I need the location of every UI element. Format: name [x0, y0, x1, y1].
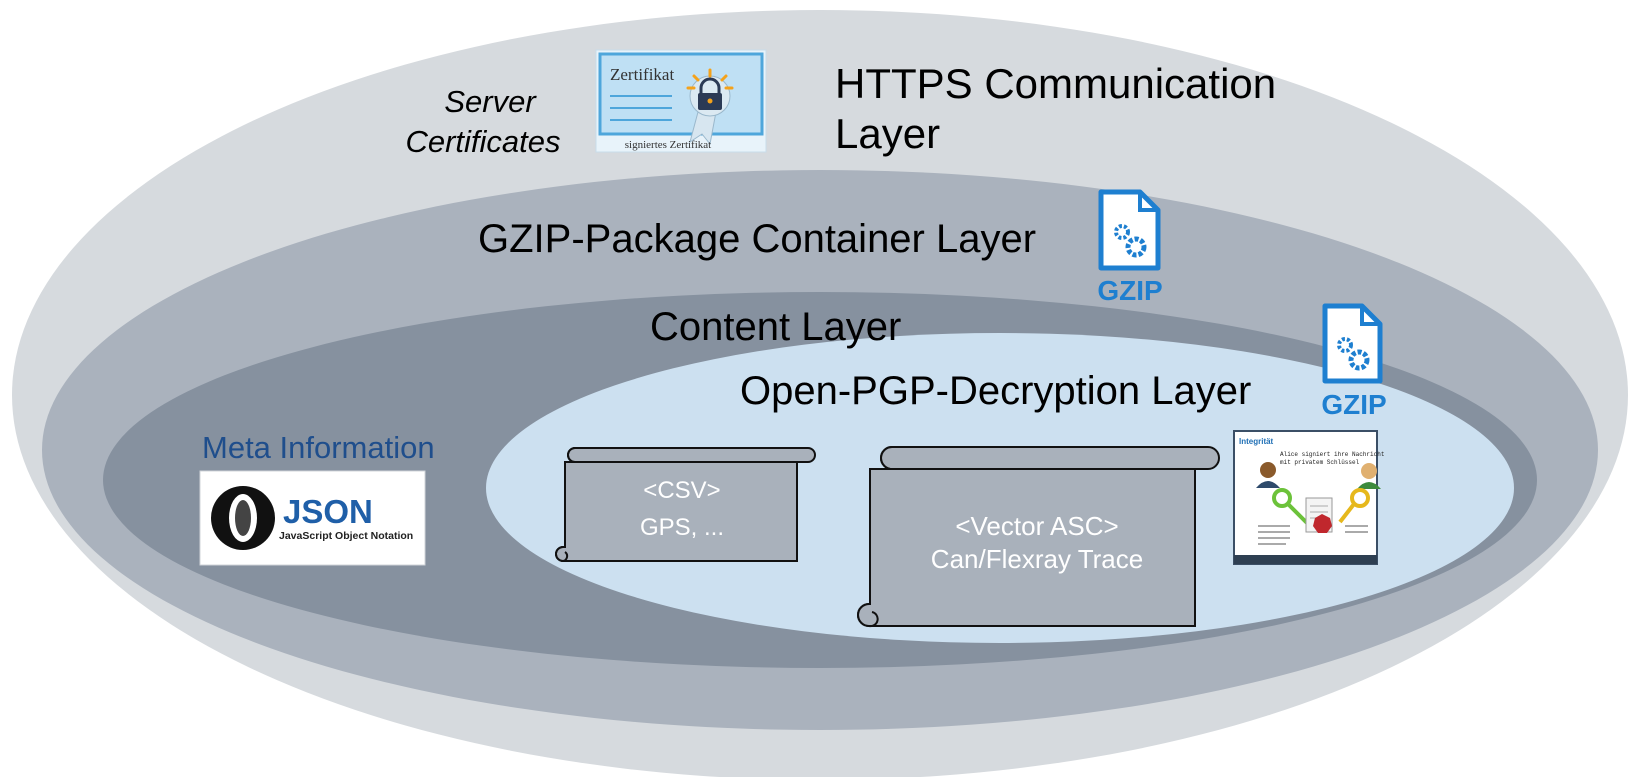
pgp-layer-title: Open-PGP-Decryption Layer	[740, 369, 1251, 413]
json-logo: JSON JavaScript Object Notation	[199, 470, 426, 566]
certificate-caption: signiertes Zertifikat	[625, 139, 711, 151]
gzip-icon-label: GZIP	[1321, 389, 1386, 420]
server-certificates-label: Server	[444, 84, 537, 119]
integrity-slide-line2: mit privatem Schlüssel	[1280, 459, 1360, 466]
server-certificates-label-line2: Certificates	[405, 124, 560, 159]
content-layer-title: Content Layer	[650, 305, 901, 349]
csv-scroll-subtitle: GPS, ...	[640, 514, 724, 541]
certificate-title: Zertifikat	[610, 65, 674, 84]
json-logo-word: JSON	[283, 493, 373, 530]
csv-scroll: <CSV> GPS, ...	[555, 447, 816, 563]
gzip-file-gear-icon	[1322, 303, 1383, 384]
certificate-image: Zertifikat signiertes Zertifikat	[595, 49, 767, 153]
gzip-layer-title: GZIP-Package Container Layer	[478, 217, 1036, 261]
yellow-key-icon	[1338, 488, 1370, 524]
gzip-icon-label: GZIP	[1097, 275, 1162, 306]
integrity-slide-title: Integrität	[1239, 437, 1274, 446]
person-icon	[1357, 463, 1381, 489]
json-logo-tagline: JavaScript Object Notation	[279, 530, 413, 542]
seal-lock-icon	[686, 68, 734, 146]
green-key-icon	[1272, 488, 1310, 526]
person-icon	[1256, 462, 1280, 488]
https-layer-title: HTTPS Communication	[835, 60, 1276, 107]
vector-asc-scroll-subtitle: Can/Flexray Trace	[931, 544, 1143, 574]
seal-icon	[1313, 514, 1332, 533]
integrity-slide-line1: Alice signiert ihre Nachricht	[1280, 451, 1384, 458]
vector-asc-scroll-title: <Vector ASC>	[955, 511, 1118, 541]
integrity-slide-image: Integrität Alice signiert ihre Nachricht…	[1233, 430, 1384, 565]
https-layer-title-line2: Layer	[835, 110, 940, 157]
gzip-file-gear-icon	[1098, 189, 1161, 271]
vector-asc-scroll: <Vector ASC> Can/Flexray Trace	[857, 446, 1220, 628]
csv-scroll-title: <CSV>	[643, 477, 720, 504]
meta-information-title: Meta Information	[202, 430, 435, 465]
